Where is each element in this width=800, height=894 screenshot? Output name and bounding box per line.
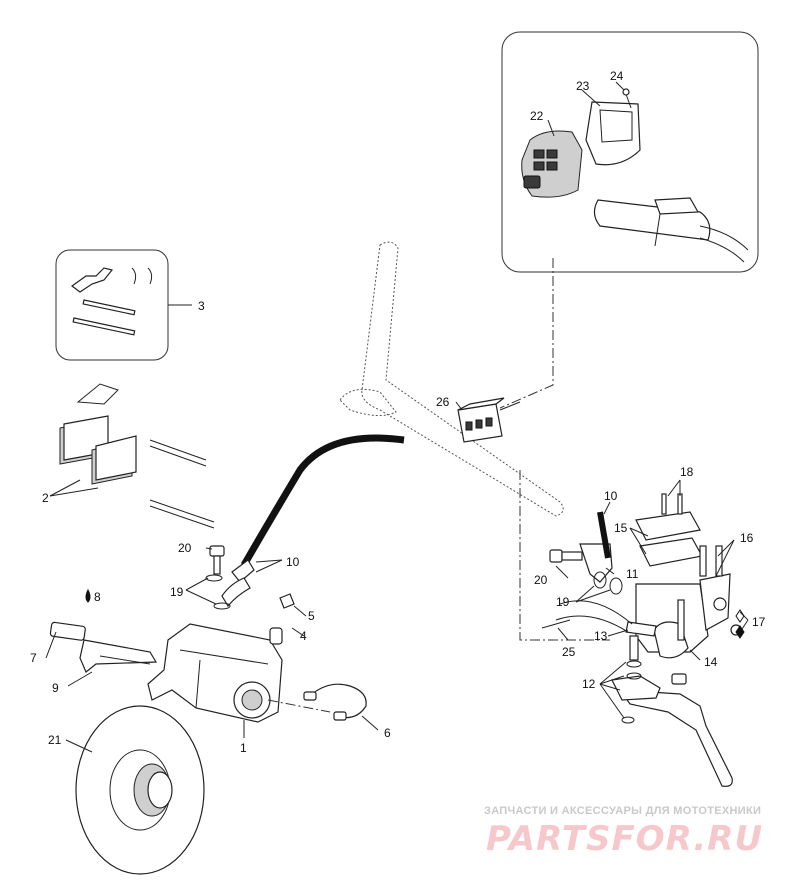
callout-19-right: 19 [556, 595, 570, 609]
callout-labels: 1 2 3 4 5 6 7 8 9 10 10 11 12 13 14 15 1… [30, 69, 766, 755]
callout-9: 9 [52, 681, 59, 695]
handlebar-outline [361, 241, 564, 517]
wiring-connector [457, 397, 521, 443]
callout-10-left: 10 [286, 555, 300, 569]
callout-16: 16 [740, 531, 754, 545]
callout-10-right: 10 [604, 489, 618, 503]
callout-8: 8 [94, 590, 101, 604]
pad-pin-kit [70, 267, 153, 336]
bleed-hose [311, 683, 367, 719]
callout-17: 17 [752, 615, 766, 629]
callout-22: 22 [530, 109, 544, 123]
brake-pads [59, 383, 215, 529]
callout-20-right: 20 [534, 573, 548, 587]
callout-15: 15 [614, 521, 628, 535]
watermark-logo: PARTSFOR.RU [486, 819, 763, 859]
callout-26: 26 [436, 395, 450, 409]
callout-20-left: 20 [178, 541, 192, 555]
switch-housing-assembly [521, 88, 749, 263]
callout-6: 6 [384, 726, 391, 740]
callout-1: 1 [240, 741, 247, 755]
callout-14: 14 [704, 655, 718, 669]
leader-dash-inset [499, 258, 554, 409]
callout-18: 18 [680, 465, 694, 479]
callout-12: 12 [582, 677, 596, 691]
oil-drop-icon [85, 588, 91, 603]
brake-hose [240, 434, 405, 567]
callout-2: 2 [42, 491, 49, 505]
leader-lines [45, 81, 749, 753]
banjo-bolt-left [205, 545, 231, 610]
watermark-caption: ЗАПЧАСТИ И АКСЕССУАРЫ ДЛЯ МОТОТЕХНИКИ [484, 805, 761, 817]
callout-21: 21 [48, 733, 62, 747]
callout-11: 11 [626, 567, 639, 581]
callout-3: 3 [198, 299, 205, 313]
callout-7: 7 [30, 651, 37, 665]
brake-disc [75, 705, 205, 875]
inset-switch-housing-frame [501, 31, 759, 273]
inset-pad-hardware-frame [55, 249, 169, 361]
diamond-icon [735, 625, 745, 639]
leader-dash-mc [519, 470, 610, 641]
banjo-bolt-right [549, 511, 623, 595]
master-cylinder [635, 493, 742, 685]
callout-24: 24 [610, 69, 624, 83]
callout-23: 23 [576, 79, 590, 93]
callout-19-left: 19 [170, 585, 184, 599]
callout-13: 13 [594, 629, 608, 643]
callout-5: 5 [308, 609, 315, 623]
brake-light-switch [541, 600, 657, 637]
diamond-icon [735, 609, 745, 623]
callout-4: 4 [300, 629, 307, 643]
brake-caliper [147, 593, 295, 723]
brake-lever [611, 635, 733, 787]
callout-25: 25 [562, 645, 576, 659]
caliper-bolt-bracket [49, 621, 158, 673]
